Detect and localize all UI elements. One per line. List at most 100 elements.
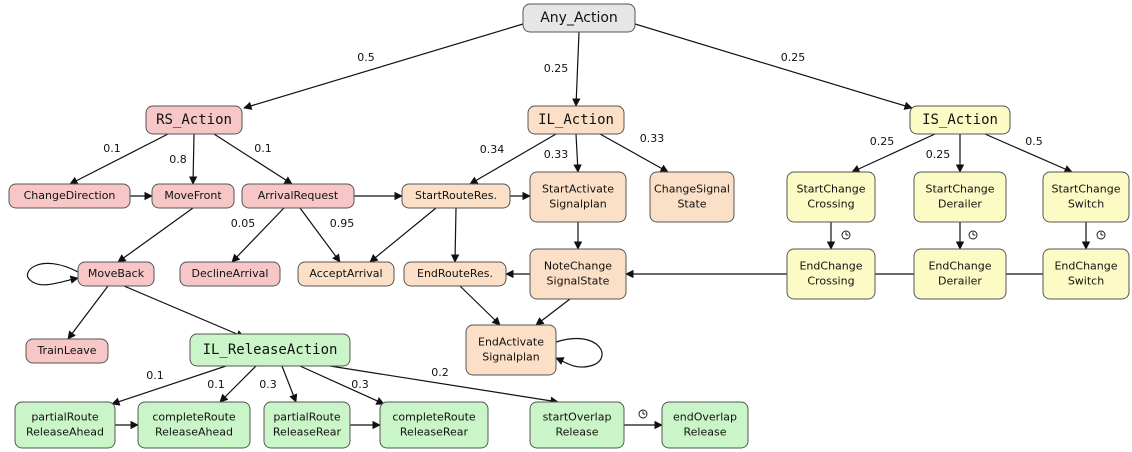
node-il-action: IL_Action <box>527 105 625 135</box>
edge-release-partialahead <box>111 365 227 406</box>
edge-any-il <box>572 31 581 107</box>
edge-any-is <box>634 23 913 110</box>
node-label: State <box>677 198 706 211</box>
node-rs-action: RS_Action <box>145 105 243 135</box>
node-box <box>529 401 625 449</box>
edge-label-release-to-complete-ahead: 0.1 <box>207 378 225 391</box>
node-label: IL_ReleaseAction <box>203 342 338 358</box>
edge-release-partialrear <box>281 365 298 403</box>
node-accept-arrival: AcceptArrival <box>297 261 395 287</box>
node-box <box>151 183 235 209</box>
node-label: ReleaseRear <box>273 426 342 439</box>
edge-label-is-to-derailer: 0.25 <box>926 148 951 161</box>
node-box <box>77 261 155 287</box>
edge-label-release-to-start-overlap: 0.2 <box>431 366 449 379</box>
node-is-action: IS_Action <box>909 105 1011 135</box>
node-box <box>529 248 627 300</box>
node-box <box>465 324 557 376</box>
edge-label-release-to-partial-ahead: 0.1 <box>146 369 164 382</box>
edge-moveback-self <box>26 262 79 286</box>
node-label: TrainLeave <box>36 344 96 357</box>
clock-icon <box>841 230 851 240</box>
node-label: endOverlap <box>673 411 737 424</box>
edge-label-rs-to-arrival-request: 0.1 <box>254 142 272 155</box>
node-box <box>379 401 489 449</box>
edge-movefront-moveback <box>117 207 194 263</box>
node-label: Derailer <box>938 198 982 211</box>
node-label: StartActivate <box>542 183 614 196</box>
edge-moveback-release <box>123 285 245 338</box>
node-box <box>401 183 511 209</box>
node-box <box>403 261 507 287</box>
node-label: Any_Action <box>540 10 618 26</box>
node-arrival-request: ArrivalRequest <box>241 183 355 209</box>
edge-label-arrival-to-accept: 0.95 <box>330 217 355 230</box>
edge-label-rs-to-change-direction: 0.1 <box>103 142 121 155</box>
edge-arrival-decline <box>231 207 285 263</box>
node-box <box>913 171 1007 223</box>
node-box <box>297 261 395 287</box>
node-label: partialRoute <box>31 411 99 424</box>
edge-label-il-to-start-activate: 0.33 <box>544 148 569 161</box>
node-label: Derailer <box>938 275 982 288</box>
edge-startroute-accept <box>369 207 437 263</box>
node-label: Release <box>684 426 727 439</box>
node-label: Crossing <box>807 275 854 288</box>
edge-is-crossing <box>851 133 936 173</box>
node-box <box>14 401 116 449</box>
node-box <box>189 333 351 367</box>
edge-startroute-endroute <box>450 207 460 263</box>
edge-rs-arrivalrequest <box>213 133 293 185</box>
node-decline-arrival: DeclineArrival <box>179 261 281 287</box>
node-label: EndActivate <box>478 336 544 349</box>
node-label: startOverlap <box>543 411 612 424</box>
edge-arrival-accept <box>299 207 341 263</box>
edge-il-changesignal <box>599 133 669 173</box>
node-box <box>529 171 627 223</box>
node-label: Signalplan <box>549 198 607 211</box>
node-label: StartChange <box>1052 183 1121 196</box>
node-label: EndRouteRes. <box>417 267 493 280</box>
node-move-back: MoveBack <box>77 261 155 287</box>
edge-endactivate-self <box>555 337 603 368</box>
edge-label-is-to-switch: 0.5 <box>1025 135 1043 148</box>
node-label: Crossing <box>807 198 854 211</box>
node-label: ReleaseRear <box>400 426 469 439</box>
node-label: Release <box>556 426 599 439</box>
edge-release-completerear <box>299 365 385 405</box>
edge-label-arrival-to-decline: 0.05 <box>231 217 256 230</box>
node-label: Switch <box>1068 275 1104 288</box>
node-change-direction: ChangeDirection <box>8 183 131 209</box>
node-label: ReleaseAhead <box>155 426 233 439</box>
node-label: EndChange <box>1054 260 1117 273</box>
edge-moveback-trainleave <box>67 285 109 340</box>
node-box <box>786 171 876 223</box>
node-label: partialRoute <box>273 411 341 424</box>
edge-release-completeahead <box>219 365 257 403</box>
node-label: AcceptArrival <box>309 267 382 280</box>
edge-label-is-to-crossing: 0.25 <box>870 135 895 148</box>
edge-is-switch <box>984 133 1073 173</box>
node-label: NoteChange <box>544 260 612 273</box>
edges-layer <box>26 23 1091 430</box>
edge-rs-changedirection <box>69 133 169 185</box>
node-box <box>527 105 625 135</box>
edge-il-startroute <box>469 133 557 185</box>
node-il-release-action: IL_ReleaseAction <box>189 333 351 367</box>
